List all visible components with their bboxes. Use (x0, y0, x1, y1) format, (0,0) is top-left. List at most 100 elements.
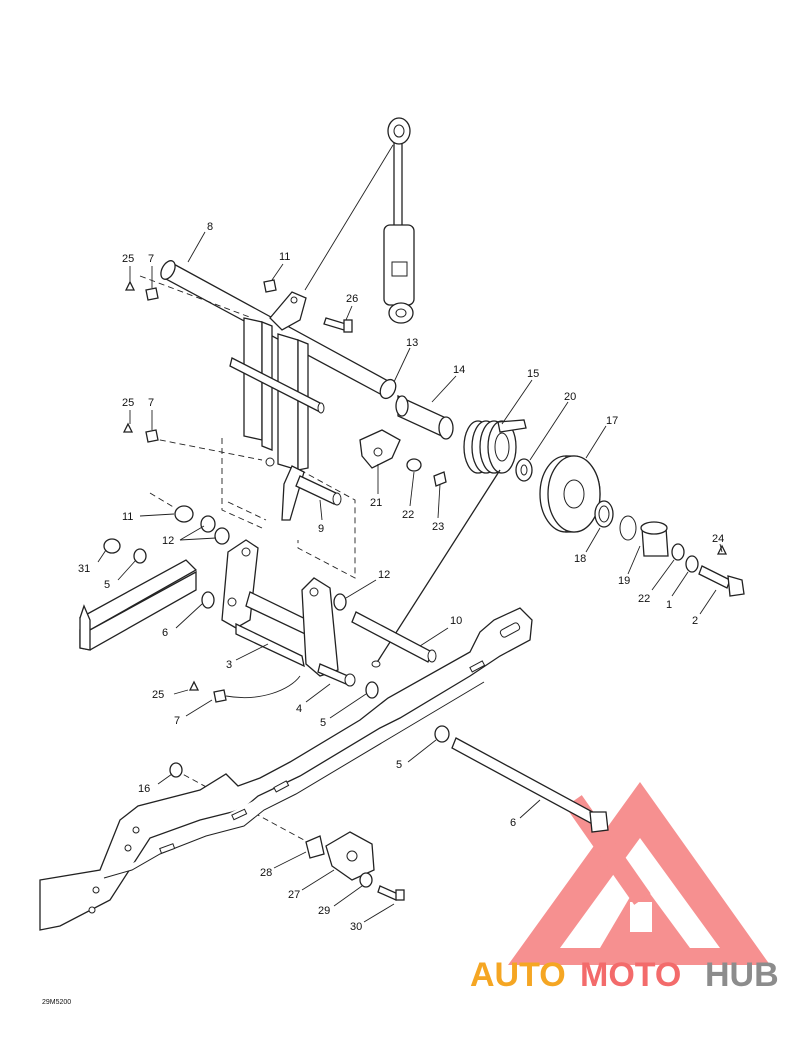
callout-18: 18 (574, 553, 586, 565)
spring-long-arm (375, 469, 501, 665)
callout-22-lower: 22 (638, 593, 650, 605)
leader-12a-1 (179, 525, 205, 541)
shaft-10 (351, 611, 437, 663)
callout-27: 27 (288, 889, 300, 901)
leader-11b (139, 513, 175, 517)
lower-rod (229, 357, 342, 521)
leader-30 (363, 903, 395, 923)
rod-9-pin (295, 475, 339, 505)
upper-cross-shaft (160, 260, 397, 400)
leader-5a (117, 559, 137, 581)
dashed-line-7-mid (149, 437, 263, 461)
arm-3-cross-low (235, 622, 305, 668)
washer-22-lower (671, 543, 685, 561)
bolt-6-head (589, 811, 609, 833)
shaft-8-body (163, 261, 391, 397)
leader-14 (431, 375, 457, 403)
vertical-plates (243, 317, 309, 471)
washer-1 (685, 555, 699, 573)
nut-11-top (263, 279, 277, 293)
leader-6b (519, 799, 541, 819)
callout-6-left: 6 (162, 627, 168, 639)
washer-5-b (365, 681, 379, 699)
chassis-slot-1 (159, 843, 176, 854)
shaft-10-body (351, 611, 433, 663)
callout-29: 29 (318, 905, 330, 917)
wheel-17 (539, 455, 601, 533)
callout-30: 30 (350, 921, 362, 933)
bearing-18-inner (598, 505, 610, 523)
plate-bolt-hole (265, 457, 275, 467)
callout-25-top: 25 (122, 253, 134, 265)
callout-8: 8 (207, 221, 213, 233)
watermark-text-auto: AUTO (470, 956, 566, 994)
leader-11a (271, 263, 284, 281)
callout-7-low: 7 (174, 715, 180, 727)
callout-21: 21 (370, 497, 382, 509)
shock-label-box (391, 261, 408, 277)
callout-15: 15 (527, 368, 539, 380)
callout-5-mid: 5 (320, 717, 326, 729)
arm-3-hole-top (241, 547, 251, 557)
bolt-2 (698, 565, 745, 597)
shock-bracket (269, 291, 307, 331)
leader-5b (329, 693, 367, 719)
leader-16 (157, 773, 173, 785)
callout-12-right: 12 (378, 569, 390, 581)
watermark-triangle-outer (508, 782, 770, 965)
callout-11-top: 11 (279, 251, 290, 263)
watermark-notch (630, 902, 652, 932)
shock-absorber (383, 117, 415, 324)
leader-12a-2 (179, 537, 217, 541)
callout-28: 28 (260, 867, 272, 879)
rod-upper-end (317, 402, 325, 414)
leader-19 (627, 545, 641, 575)
dashed-frame-9 (221, 438, 356, 579)
leader-26 (345, 305, 353, 321)
clip-21 (359, 429, 401, 469)
callout-23: 23 (432, 521, 444, 533)
watermark-text: AUTO MOTO HUB (470, 956, 779, 994)
callout-14: 14 (453, 364, 465, 376)
grease-fitting-25-mid (122, 422, 134, 433)
leader-5c (407, 739, 437, 763)
nut-16 (169, 762, 183, 778)
nut-7-low (213, 689, 227, 703)
callout-1: 1 (666, 599, 672, 611)
spacer-19 (640, 521, 669, 557)
washer-22-upper (406, 458, 422, 472)
leader-31 (97, 549, 107, 563)
washer-20-hole (520, 464, 528, 476)
callout-3: 3 (226, 659, 232, 671)
spacer-19-top (640, 521, 668, 535)
rod-9-end (332, 492, 342, 506)
grease-fitting-25-top (124, 280, 136, 291)
bushing-14 (395, 394, 454, 440)
callout-25-mid: 25 (122, 397, 134, 409)
chassis-slot-end (499, 622, 521, 638)
clip-21-hole (373, 447, 383, 457)
leader-22b (651, 559, 675, 591)
wheel-17-hub (563, 479, 585, 509)
callout-2: 2 (692, 615, 698, 627)
leader-24 (719, 543, 723, 553)
washer-29 (359, 872, 373, 888)
washer-12-b (214, 527, 230, 545)
leader-9 (319, 499, 323, 521)
leader-28 (273, 851, 307, 869)
plate-right (277, 333, 299, 471)
bushing-28 (305, 835, 325, 859)
leader-6a (175, 603, 203, 629)
callout-5-right: 5 (396, 759, 402, 771)
screw-26 (323, 317, 353, 333)
bushing-28-body (305, 835, 325, 859)
bracket-plate (269, 291, 307, 331)
callout-25-low: 25 (152, 689, 164, 701)
callout-6-right: 6 (510, 817, 516, 829)
chassis-inner-line (103, 681, 485, 879)
chassis-outline (39, 607, 533, 931)
plate-left-edge (261, 321, 273, 451)
callout-24: 24 (712, 533, 724, 545)
screw-30-head (395, 889, 405, 901)
callout-31: 31 (78, 563, 90, 575)
